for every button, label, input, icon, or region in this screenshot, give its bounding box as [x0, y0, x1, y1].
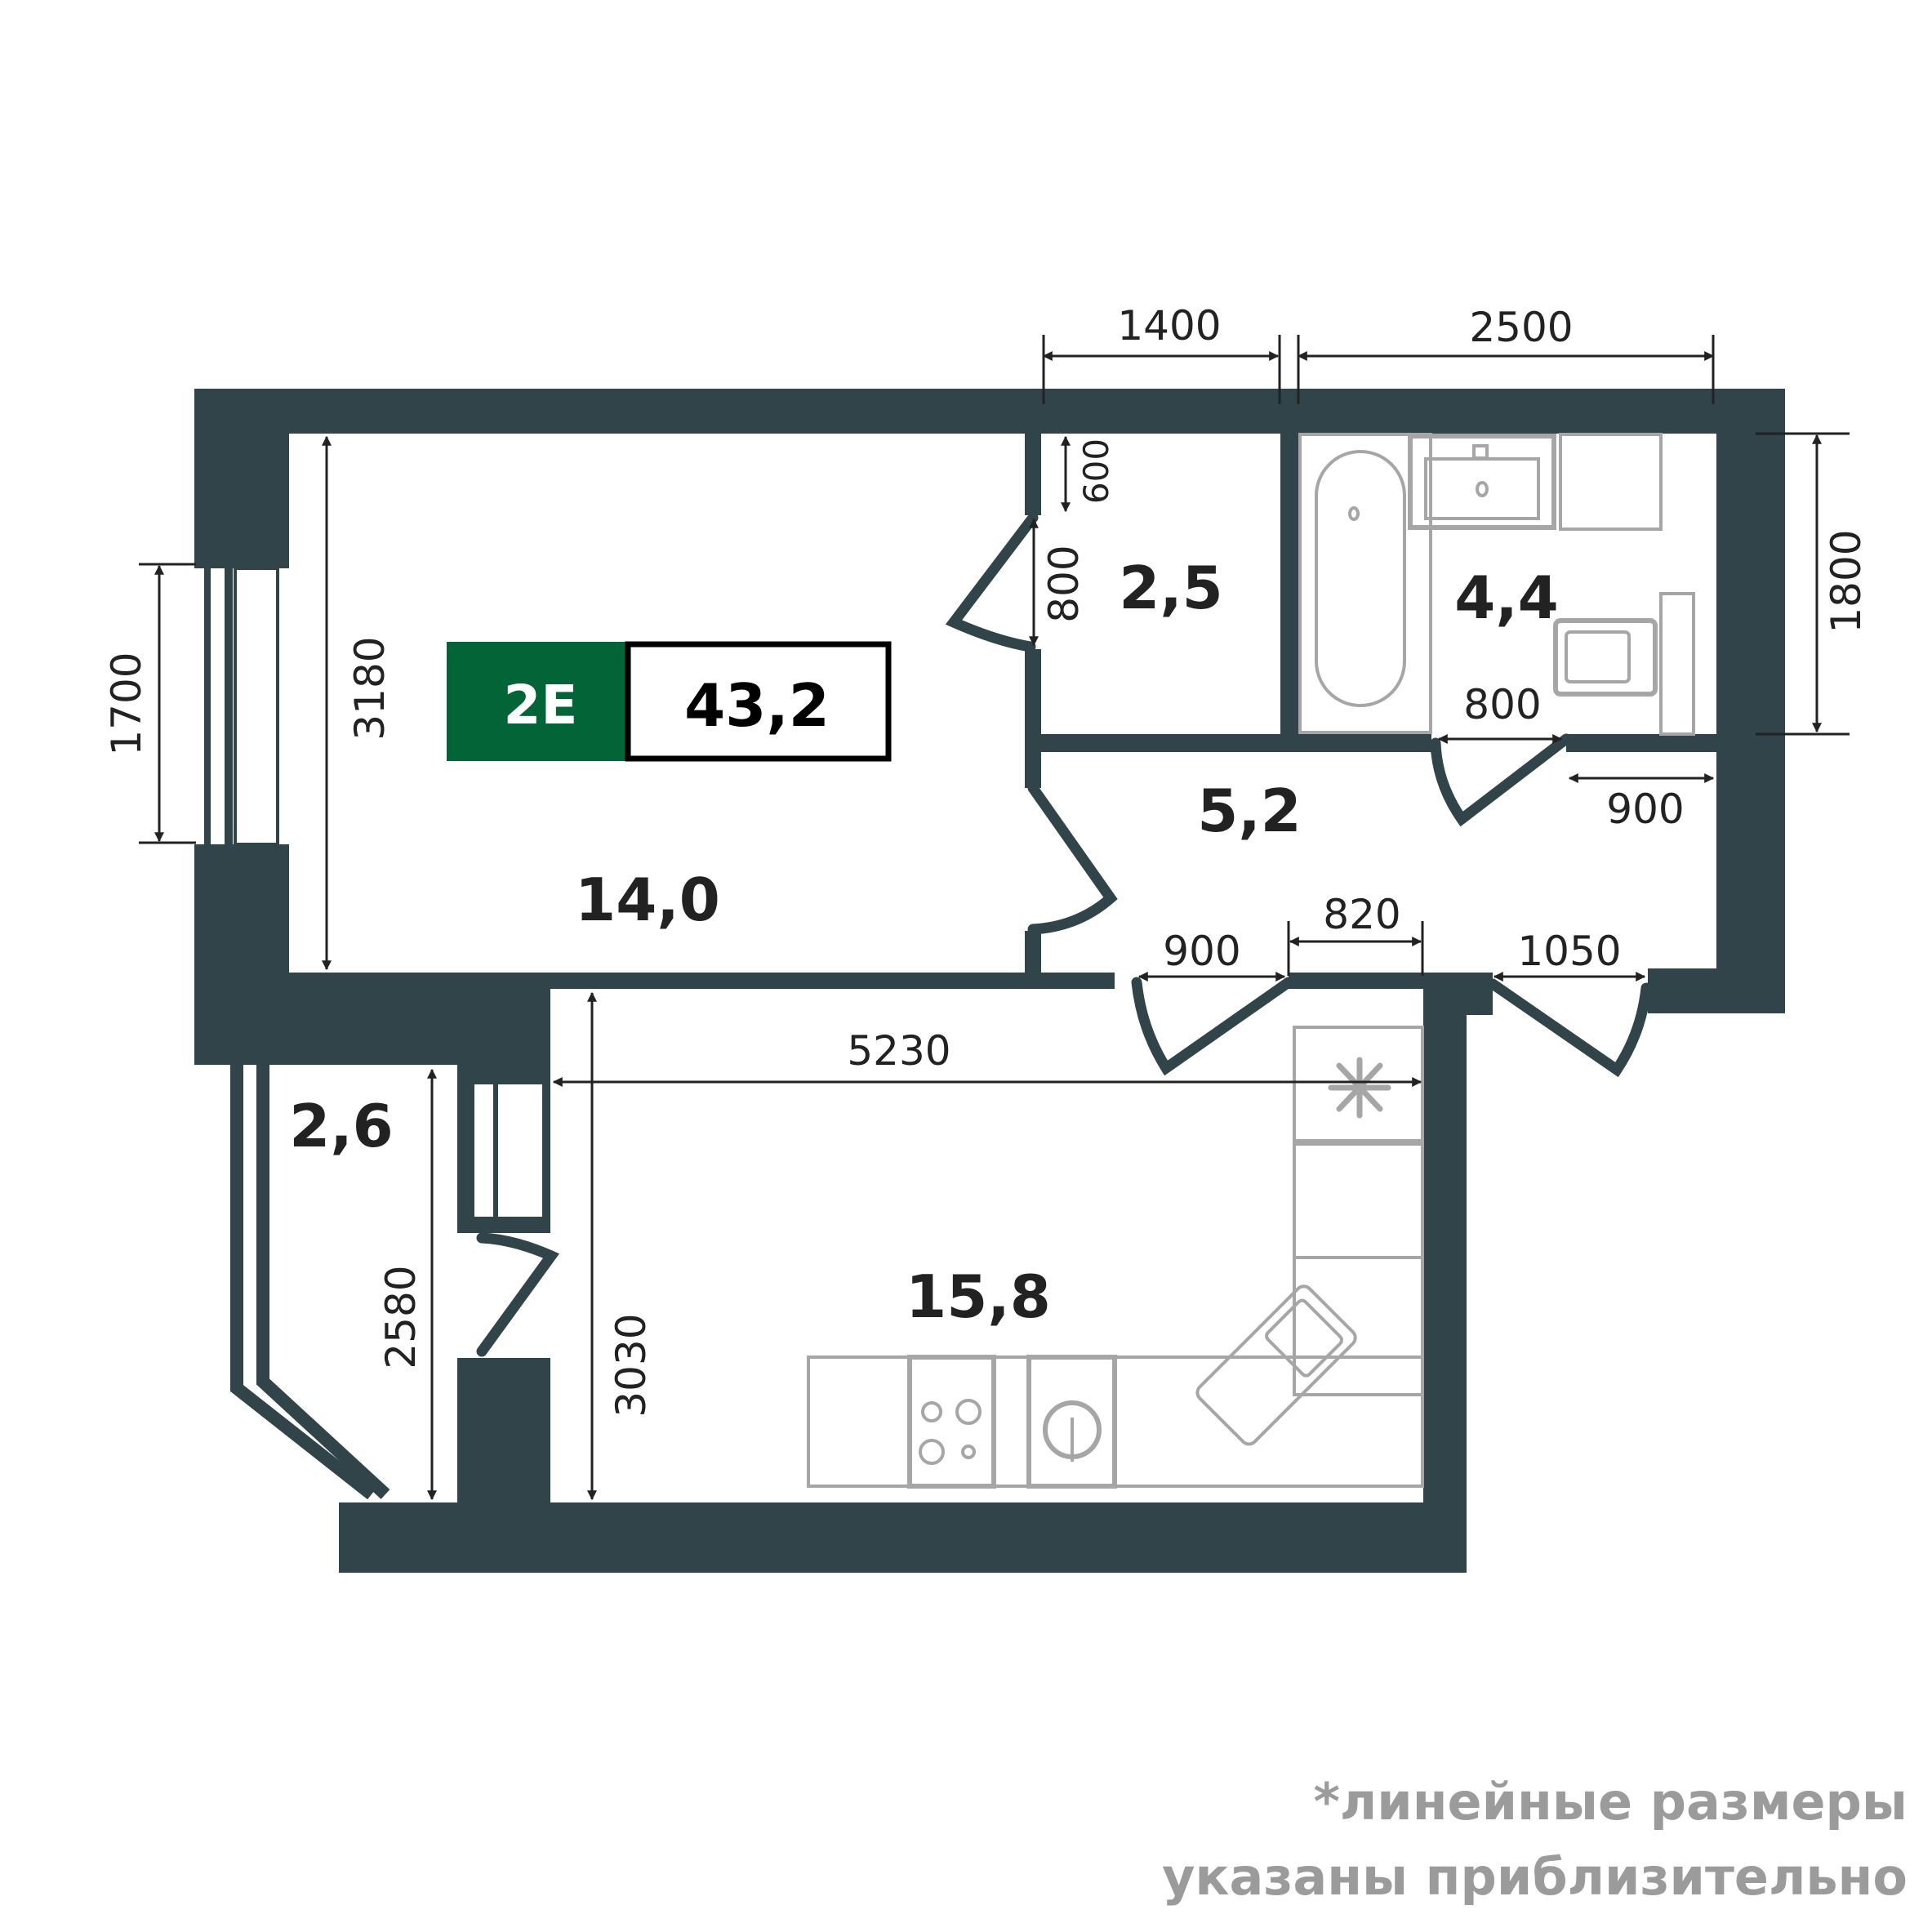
sink-icon — [1408, 434, 1556, 530]
apartment-badge: 2E 43,2 — [447, 641, 892, 762]
kitchen-sink-icon — [1195, 1284, 1357, 1446]
balcony-door — [476, 1232, 559, 1357]
dim-1800: 1800 — [1823, 529, 1870, 633]
badge-code-bg — [447, 642, 628, 761]
area-hallway: 5,2 — [1197, 777, 1302, 845]
badge-total-area: 43,2 — [684, 671, 830, 740]
dim-900-hall: 900 — [1606, 786, 1684, 833]
area-kitchen: 15,8 — [906, 1262, 1051, 1331]
area-closet: 2,5 — [1119, 554, 1223, 622]
fixtures — [807, 433, 1695, 1489]
dim-800-closet: 800 — [1040, 545, 1088, 622]
doors — [476, 512, 1652, 1357]
bathroom-door — [1430, 733, 1572, 827]
disclaimer-line-1: *линейные размеры — [1313, 1772, 1908, 1832]
dim-2580: 2580 — [377, 1265, 425, 1369]
dim-900-kitchen: 900 — [1163, 928, 1240, 975]
dimension-lines — [139, 335, 1850, 1501]
dim-800-bath: 800 — [1463, 681, 1541, 728]
dim-1700: 1700 — [103, 652, 150, 755]
washing-machine-icon — [1553, 618, 1658, 697]
oven-icon — [1026, 1355, 1117, 1489]
kitchen-cabinet-icon — [1293, 1142, 1424, 1259]
dim-1050: 1050 — [1517, 928, 1621, 975]
window-balcony-door — [474, 1084, 542, 1217]
bathtub-icon — [1298, 433, 1432, 734]
living-door — [1027, 782, 1118, 935]
area-living-room: 14,0 — [575, 866, 720, 934]
entrance-door — [1487, 978, 1652, 1078]
stove-icon — [907, 1355, 996, 1489]
dim-2500: 2500 — [1469, 304, 1573, 351]
dim-820: 820 — [1323, 891, 1400, 938]
dim-3180: 3180 — [346, 636, 394, 740]
fridge-icon — [1293, 1026, 1424, 1142]
closet-door — [945, 512, 1039, 652]
dim-3030: 3030 — [608, 1313, 655, 1417]
badge-area-box — [625, 641, 892, 762]
area-balcony: 2,6 — [289, 1092, 394, 1160]
kitchen-door — [1131, 977, 1294, 1076]
dim-5230: 5230 — [847, 1027, 950, 1075]
cabinet-icon — [1559, 433, 1663, 531]
dim-1400: 1400 — [1117, 302, 1221, 349]
area-bathroom: 4,4 — [1454, 563, 1559, 632]
window-living — [204, 567, 279, 846]
balcony-outline — [230, 1065, 390, 1500]
badge-code: 2E — [503, 674, 577, 737]
disclaimer-line-2: указаны приблизительно — [1162, 1847, 1908, 1907]
dim-600: 600 — [1076, 438, 1116, 504]
